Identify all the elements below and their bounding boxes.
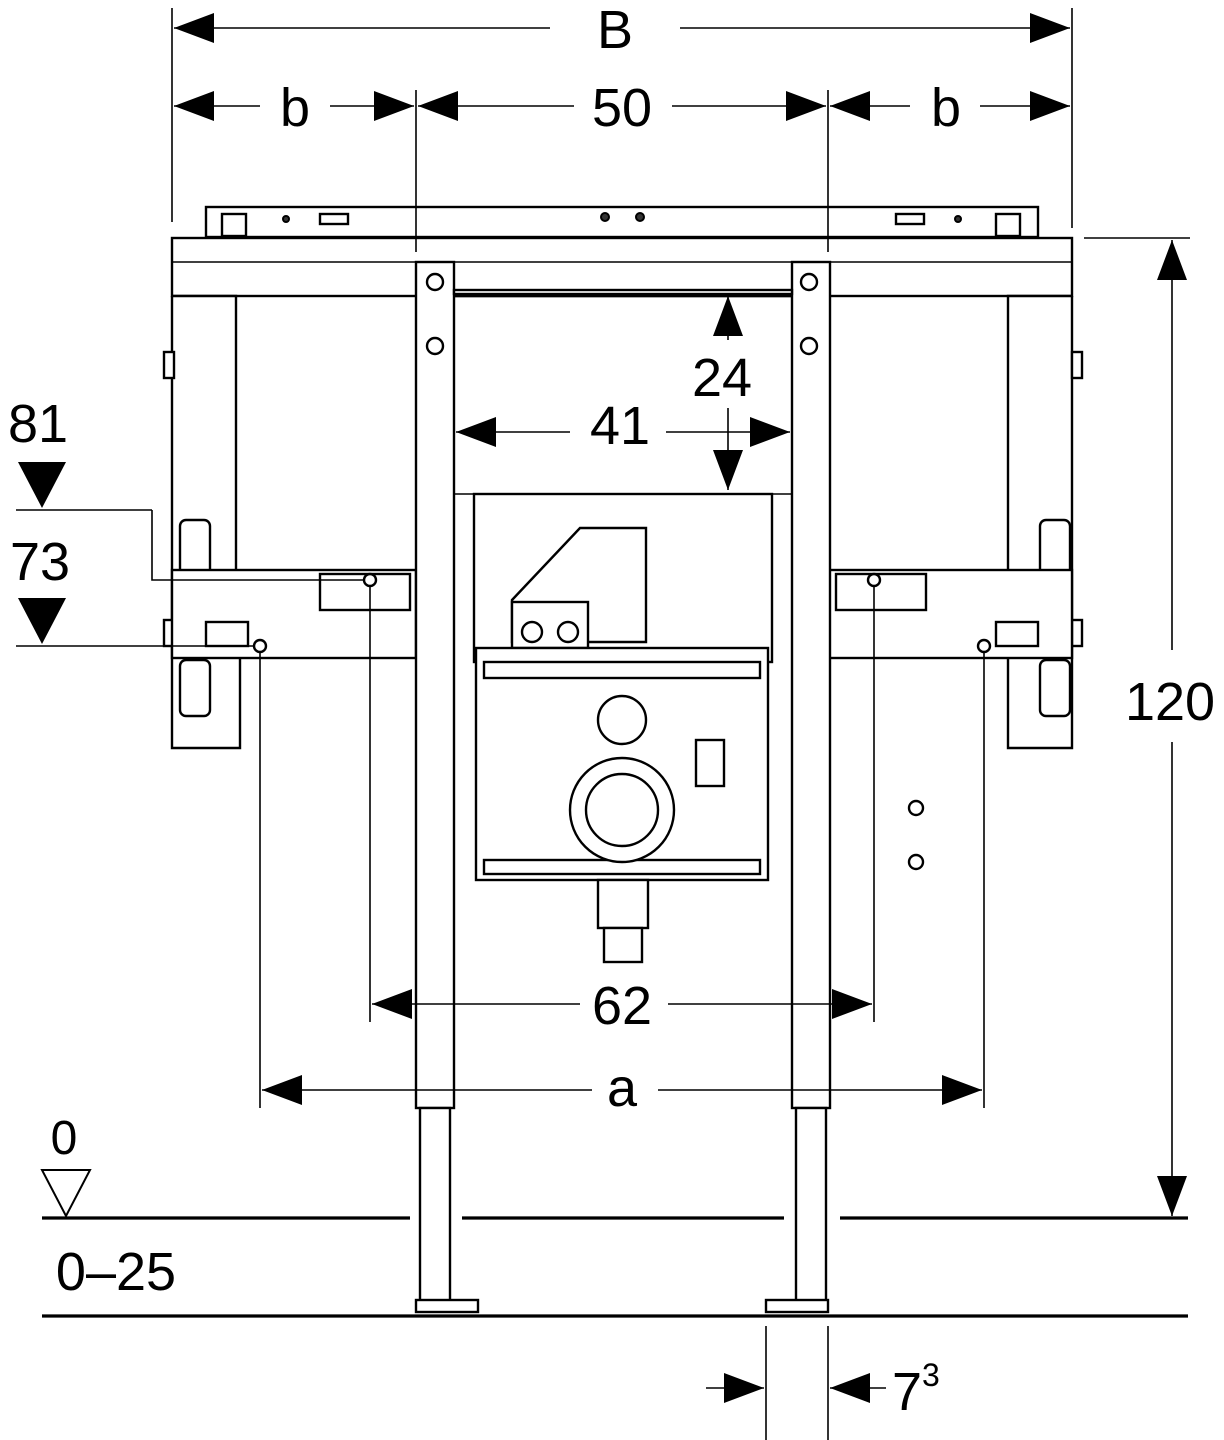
- center-width-label: 50: [592, 78, 652, 138]
- floor-level-label: 0: [51, 1112, 78, 1165]
- foot-width-base: 7: [892, 1362, 922, 1422]
- overall-width-label: B: [597, 0, 633, 60]
- height-top-gap-label: 24: [692, 348, 752, 408]
- side-width-right-label: b: [931, 78, 961, 138]
- connection-height-upper-label: 81: [8, 394, 68, 454]
- foot-width-label: 73: [892, 1357, 940, 1422]
- triangle-down-filled-icon: [18, 598, 66, 644]
- side-width-left-label: b: [280, 78, 310, 138]
- frame-drawing: [162, 205, 1084, 1314]
- connection-height-lower-label: 73: [10, 532, 70, 592]
- connection-spacing-outer-label: a: [607, 1058, 638, 1118]
- triangle-down-filled-icon: [18, 462, 66, 508]
- dimension-lines: [16, 8, 1190, 1440]
- total-height-label: 120: [1125, 672, 1215, 732]
- foot-width-superscript: 3: [922, 1357, 940, 1393]
- triangle-down-outline-icon: [40, 1169, 92, 1219]
- connection-spacing-inner-label: 62: [592, 976, 652, 1036]
- floor-adjust-label: 0–25: [56, 1242, 176, 1302]
- inner-width-label: 41: [590, 396, 650, 456]
